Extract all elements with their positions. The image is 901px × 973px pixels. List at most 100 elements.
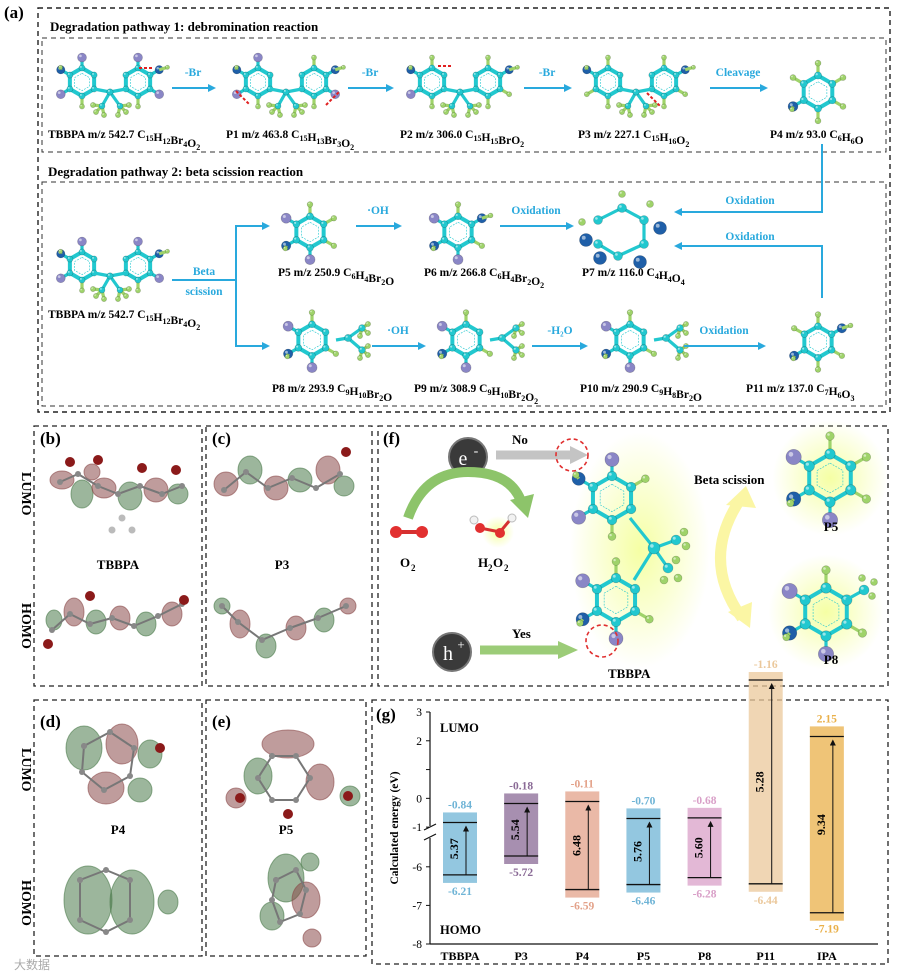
electron-symbol: e <box>459 448 468 470</box>
beta-arrowhead-down <box>728 602 752 628</box>
orbital-skeleton-d-homo <box>77 867 133 935</box>
orbital-name-c: P3 <box>275 557 290 572</box>
homo-side-label-d: HOMO <box>18 880 33 926</box>
formula-element: H <box>355 270 364 282</box>
molecule-p1 <box>232 52 346 118</box>
yes-label: Yes <box>512 626 531 641</box>
pathway1-frame <box>41 37 887 153</box>
formula-element: Br <box>171 315 184 327</box>
caption-name-row1-4: P4 m/z 93.0 <box>770 129 829 141</box>
caption-row3-3: P11 m/z 137.0 C7H6O3 <box>746 383 855 403</box>
orbital-h-atom <box>108 526 116 534</box>
orbital-skeleton-c-homo <box>219 603 349 643</box>
formula-subscript: 2 <box>685 140 689 149</box>
caption-name-row2-1: P6 m/z 266.8 <box>424 267 489 279</box>
lumo-value: -0.11 <box>571 778 595 790</box>
p8-f-label: P8 <box>824 652 839 667</box>
lumo-value: -0.18 <box>509 780 533 792</box>
orbital-o-atom <box>65 457 75 467</box>
orbital-lobe-b-homo-1 <box>63 597 85 627</box>
pathway2-title: Degradation pathway 2: beta scission rea… <box>48 164 304 179</box>
arrow-beta-up <box>172 222 270 281</box>
arrow-label-row2-0: ·OH <box>367 205 389 217</box>
gap-label: 5.28 <box>753 771 767 792</box>
h2o2-molecule <box>469 513 517 548</box>
formula-subscript: 4 <box>668 275 672 284</box>
no-arrow-head <box>570 446 588 464</box>
formula-element: O <box>676 135 685 147</box>
panel-a-frame <box>37 7 891 413</box>
formula-subscript: 2 <box>379 394 383 403</box>
formula-subscript: 2 <box>350 143 354 152</box>
orbital-skeleton-d-lumo <box>79 729 137 793</box>
tbbpa-glow-molecule <box>570 432 710 668</box>
orbital-lobe-c-homo-3 <box>285 615 307 641</box>
gap-label: 9.34 <box>814 814 828 835</box>
panel-g-frame <box>371 699 889 965</box>
formula-element: C <box>647 267 655 279</box>
formula-subscript: 4 <box>681 278 685 287</box>
orbital-name-d: P4 <box>111 822 126 837</box>
hole-symbol: h <box>443 643 453 665</box>
orbital-lobe-b-lumo-1 <box>70 479 94 509</box>
arrow-label-row2-1: Oxidation <box>511 205 561 217</box>
beta-scission-label: Beta scission <box>694 472 765 487</box>
gap-label: 5.60 <box>692 837 706 858</box>
arrow-label-row2-2: Oxidation <box>725 195 775 207</box>
formula-element: O <box>531 276 540 288</box>
homo-value: -6.46 <box>631 896 655 908</box>
o2-subscript: 2 <box>411 563 416 573</box>
formula-element: C <box>489 267 497 279</box>
caption-row1-4: P4 m/z 93.0 C6H6O <box>770 129 864 147</box>
caption-row3-2: P10 m/z 290.9 C9H8Br2O <box>580 383 702 404</box>
formula-subscript: 9 <box>345 388 349 397</box>
caption-row1-0: TBBPA m/z 542.7 C15H12Br4O2 <box>48 129 200 152</box>
caption-row3-1: P9 m/z 308.9 C9H10Br2O2 <box>414 383 538 406</box>
formula-element: Br <box>171 135 184 147</box>
caption-name-row2-2: P7 m/z 116.0 <box>582 267 647 279</box>
pathway1-title: Degradation pathway 1: debromination rea… <box>50 19 319 34</box>
orbital-lobe-e-lumo-0 <box>261 729 315 759</box>
side-group-2 <box>653 321 689 361</box>
bar-fill <box>687 807 722 886</box>
formula-subscript: 15 <box>490 137 498 146</box>
formula-subscript: 9 <box>659 388 663 397</box>
formula-subscript: 15 <box>473 134 481 143</box>
orbital-o-atom <box>155 743 165 753</box>
formula-element: O <box>672 273 681 285</box>
formula-element: O <box>187 138 196 150</box>
formula-element: Br <box>514 273 527 285</box>
formula-element: C <box>465 129 473 141</box>
arrow-label-row3-0: ·OH <box>387 325 409 337</box>
formula-subscript: 2 <box>520 140 524 149</box>
category-label: P3 <box>514 949 527 963</box>
formula-subscript: 15 <box>146 134 154 143</box>
orbital-lobe-d-lumo-4 <box>127 777 153 803</box>
arrow-label-row1-1: -Br <box>362 67 379 79</box>
lumo-value: -0.68 <box>693 795 717 807</box>
formula-element: H <box>659 132 668 144</box>
gap-label: 5.37 <box>447 838 461 859</box>
molecule-p5 <box>280 201 338 265</box>
formula-element: O <box>341 138 350 150</box>
arrow-label-row1-2: -Br <box>539 67 556 79</box>
formula-subscript: 2 <box>540 281 544 290</box>
formula-element: C <box>651 383 659 395</box>
formula-subscript: 3 <box>851 394 855 403</box>
molecule-p3 <box>582 54 696 118</box>
formula-subscript: 10 <box>358 391 366 400</box>
formula-element: O <box>855 135 864 147</box>
formula-element: Br <box>508 389 521 401</box>
lumo-side-label-d: LUMO <box>18 748 33 792</box>
orbital-name-b: TBBPA <box>97 557 140 572</box>
o2-reduction-arrow <box>403 466 527 520</box>
category-label: P11 <box>756 949 775 963</box>
formula-subscript: 6 <box>497 272 501 281</box>
orbital-lobe-c-lumo-1 <box>237 455 263 485</box>
molecule-p2 <box>406 54 520 118</box>
panel-e-frame <box>205 699 367 957</box>
formula-element: C <box>479 383 487 395</box>
